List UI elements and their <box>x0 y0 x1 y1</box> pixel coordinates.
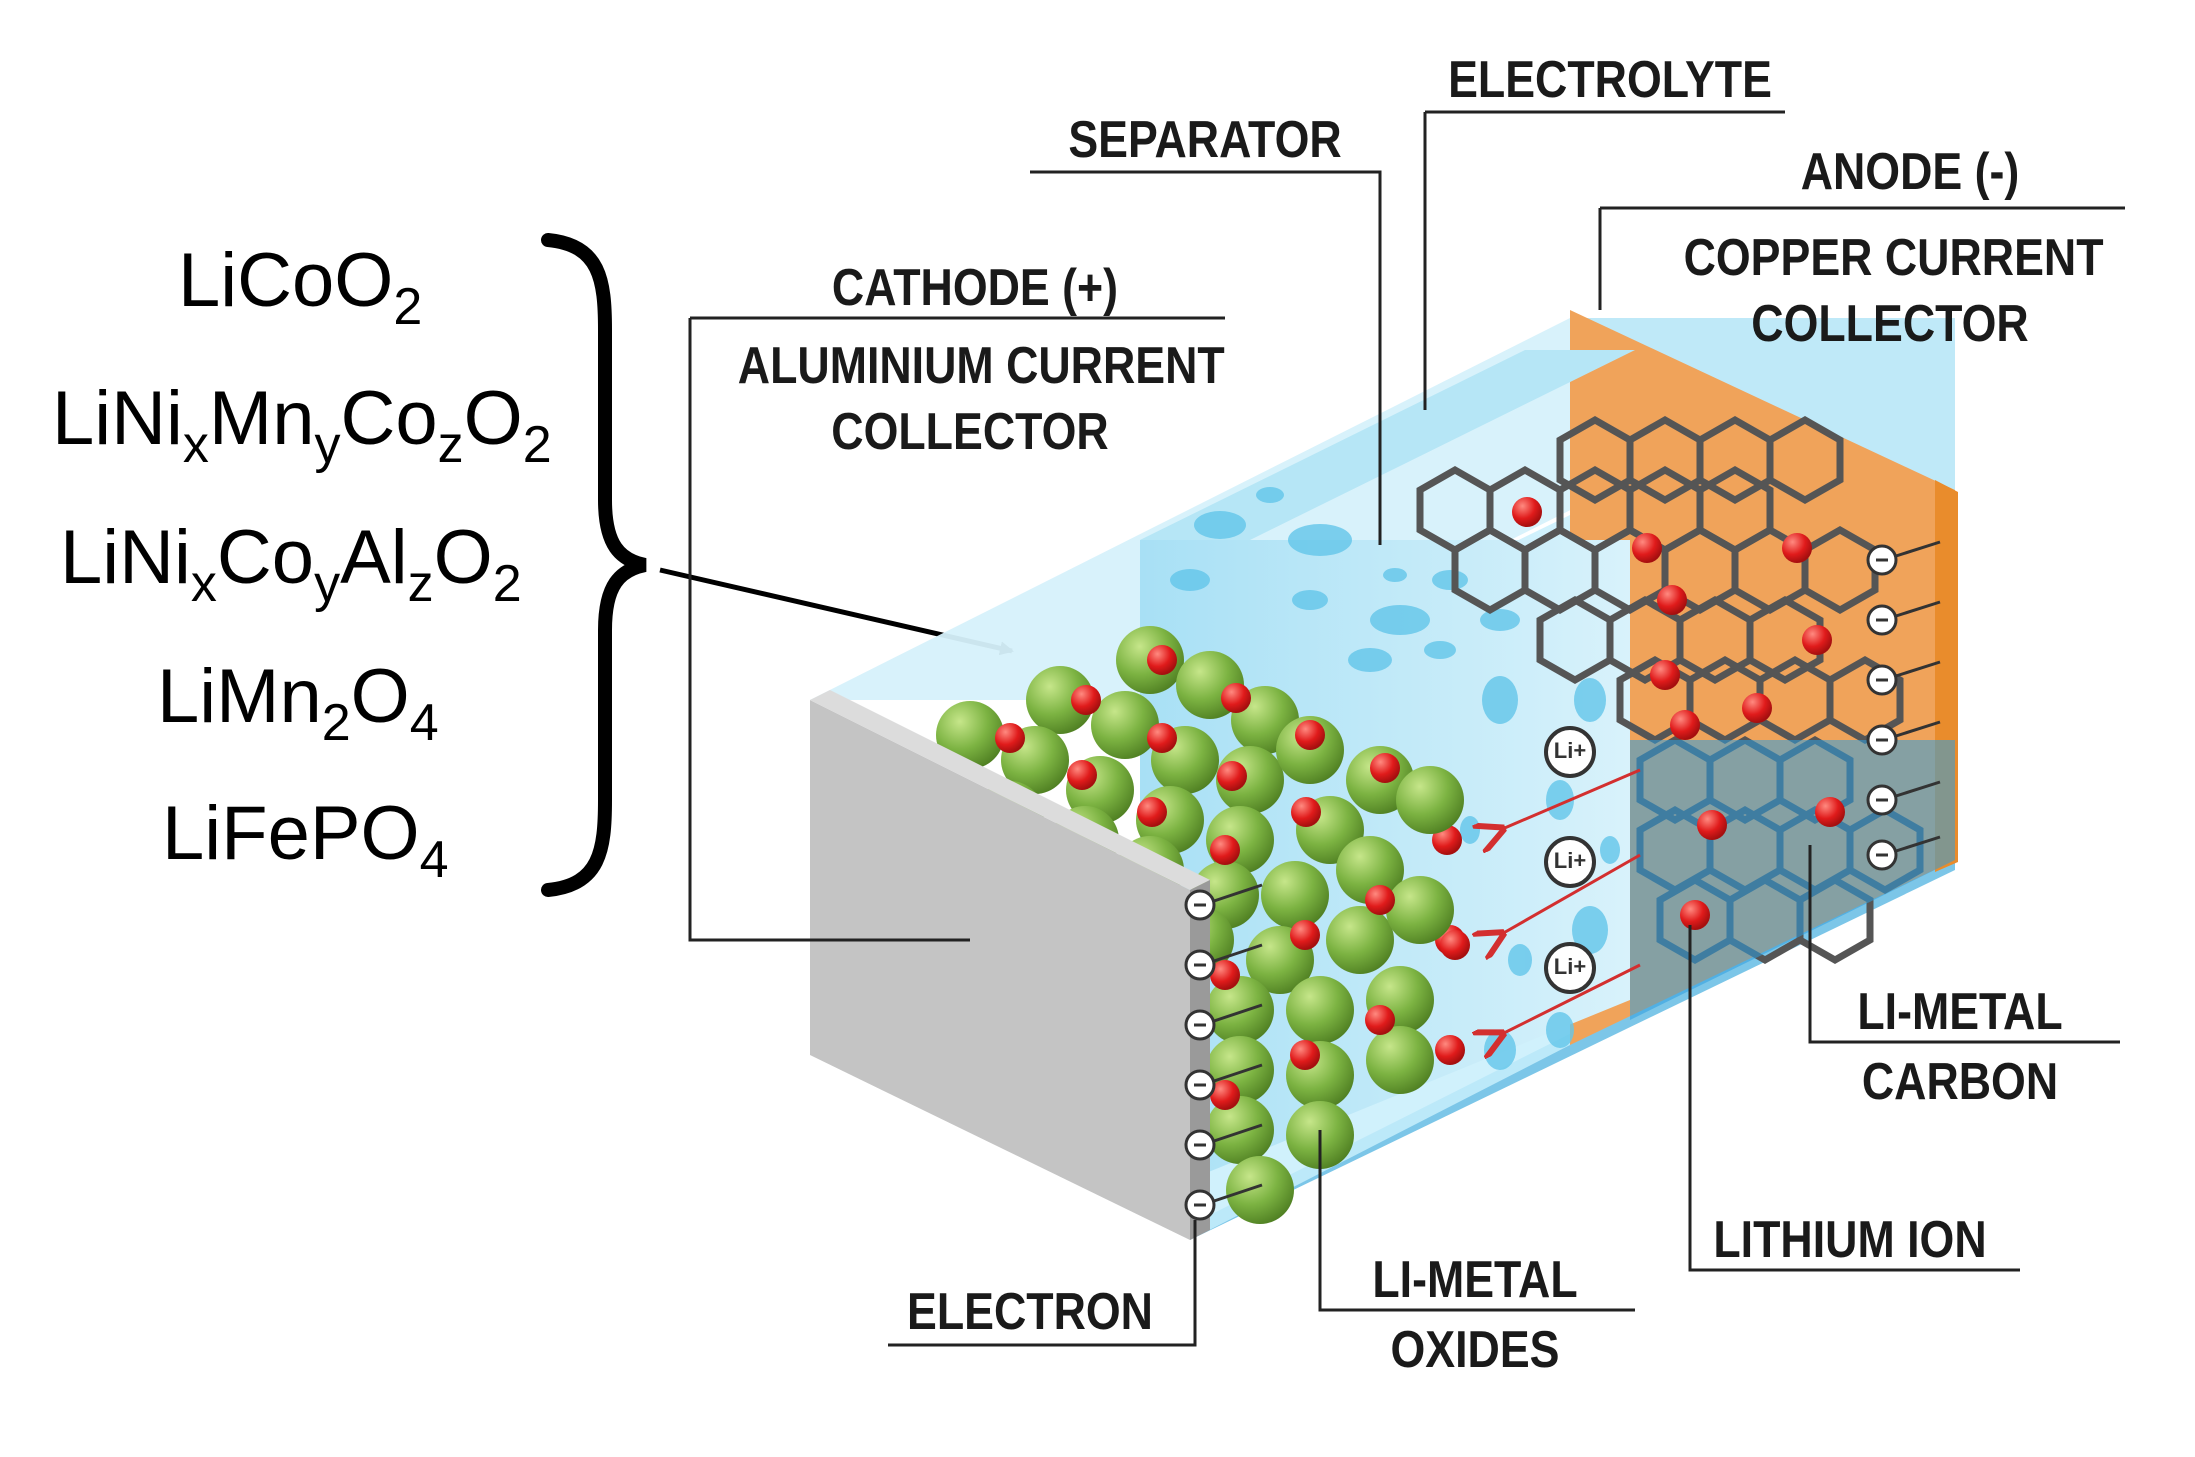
label-electron: ELECTRON <box>907 1283 1153 1341</box>
anode-electrons <box>1866 540 1941 871</box>
separator-pores <box>1170 487 1620 1070</box>
label-anode: ANODE (-) <box>1800 143 2020 201</box>
cathode-lithium-ions <box>995 645 1470 1110</box>
formula-text: Al <box>340 515 408 600</box>
formula-text: LiNi <box>52 376 183 461</box>
leader-lines <box>688 110 2125 1347</box>
formula-subscript: y <box>314 555 341 613</box>
formula-subscript: z <box>437 416 464 474</box>
cathode-electrons <box>1184 883 1263 1221</box>
formula-subscript: x <box>190 555 217 613</box>
label-aluminium-collector-1: ALUMINIUM CURRENT <box>737 337 1225 395</box>
li-ion-symbol-3: Li+ <box>1553 954 1587 979</box>
formula-subscript: 2 <box>393 278 423 336</box>
formula-nmc: LiNixMnyCozO2 <box>52 381 552 472</box>
label-li-metal-oxides-2: OXIDES <box>1390 1321 1560 1379</box>
curly-brace <box>541 233 647 897</box>
formula-subscript: 4 <box>409 694 439 752</box>
aluminium-plate-side <box>810 700 1190 1240</box>
formula-text: Co <box>340 376 438 461</box>
label-separator: SEPARATOR <box>1068 111 1342 169</box>
label-copper-collector-2: COLLECTOR <box>1751 295 2029 353</box>
anode-lithium-ions <box>1512 497 1845 930</box>
formula-text: LiCoO <box>178 238 394 323</box>
label-li-metal-carbon-1: LI-METAL <box>1857 983 2063 1041</box>
label-cathode: CATHODE (+) <box>831 259 1119 317</box>
label-copper-collector-1: COPPER CURRENT <box>1683 229 2104 287</box>
aluminium-plate-edge <box>1190 880 1210 1240</box>
li-ion-symbol-2: Li+ <box>1553 848 1587 873</box>
formula-subscript: 4 <box>419 831 449 889</box>
formula-text: O <box>433 515 493 600</box>
formula-subscript: y <box>314 416 341 474</box>
formula-text: O <box>350 654 410 739</box>
formula-subscript: 2 <box>522 416 552 474</box>
formula-text: LiNi <box>60 515 191 600</box>
anode-electrolyte-lower <box>1630 740 1955 1020</box>
formula-limn2o4: LiMn2O4 <box>157 659 439 750</box>
formula-subscript: 2 <box>321 694 351 752</box>
label-electrolyte: ELECTROLYTE <box>1448 51 1772 109</box>
formula-lifepo4: LiFePO4 <box>162 796 449 887</box>
label-lithium-ion: LITHIUM ION <box>1713 1211 1987 1269</box>
formula-subscript: z <box>407 555 434 613</box>
formula-text: Co <box>216 515 315 600</box>
formula-subscript: 2 <box>492 555 522 613</box>
formula-subscript: x <box>182 416 209 474</box>
formula-licoo2: LiCoO2 <box>178 243 422 334</box>
li-ion-symbol-1: Li+ <box>1553 738 1587 763</box>
aluminium-plate-top <box>810 690 1210 890</box>
formula-text: O <box>463 376 523 461</box>
formula-text: Mn <box>208 376 315 461</box>
formula-nca: LiNixCoyAlzO2 <box>60 520 522 611</box>
label-aluminium-collector-2: COLLECTOR <box>831 403 1109 461</box>
formula-text: LiMn <box>157 654 322 739</box>
label-li-metal-oxides-1: LI-METAL <box>1372 1251 1578 1309</box>
label-li-metal-carbon-2: CARBON <box>1861 1053 2059 1111</box>
formula-text: LiFePO <box>162 791 420 876</box>
